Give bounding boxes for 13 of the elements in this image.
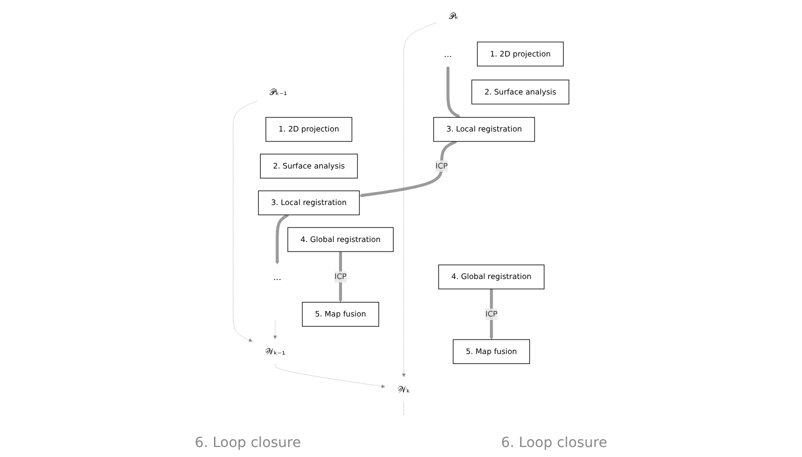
node-text: 𝒲ₖ — [398, 384, 410, 395]
node-text: ... — [273, 272, 282, 282]
arrow — [275, 214, 289, 264]
node-text: ... — [444, 48, 452, 60]
caption-text: 6. Loop closure — [194, 435, 301, 451]
arrow — [446, 66, 461, 118]
node-text: 𝒫ₖ₋₁ — [270, 86, 288, 98]
node-text: 𝒫ₖ — [448, 10, 458, 22]
node-text: 𝒲ₖ₋₁ — [264, 346, 286, 357]
arrow — [338, 251, 342, 302]
caption-text: 6. Loop closure — [501, 435, 608, 451]
arrow — [490, 288, 494, 340]
arrow — [359, 140, 457, 198]
